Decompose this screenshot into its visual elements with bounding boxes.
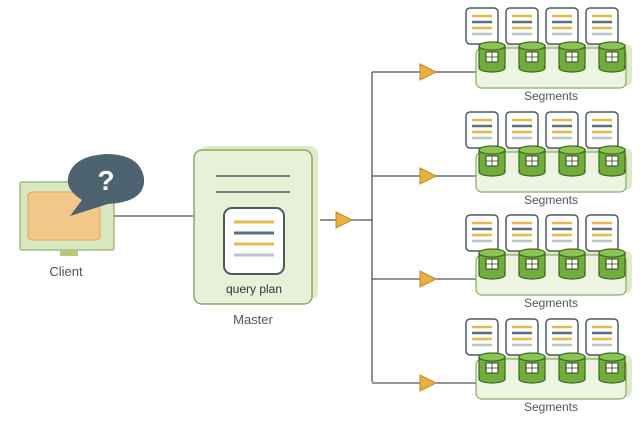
database-icon [598,352,626,384]
question-mark: ? [97,165,114,196]
segment-arrow-icon [419,270,438,288]
database-icon [598,145,626,177]
segment-plan-document-icon [465,7,499,45]
database-icon [558,145,586,177]
segment-group: Segments [372,7,632,103]
query-plan-document-icon [223,207,285,275]
database-icon [518,352,546,384]
segment-plan-document-icon [585,214,619,252]
database-icon [518,248,546,280]
segments-label: Segments [524,89,578,103]
question-bubble-icon: ? [67,154,145,216]
segment-unit [545,214,586,280]
segment-unit [585,111,626,177]
segment-group: Segments [372,318,632,414]
segment-plan-document-icon [465,111,499,149]
segment-plan-document-icon [505,7,539,45]
segment-plan-document-icon [505,111,539,149]
database-icon [598,41,626,73]
segment-unit [505,318,546,384]
segment-plan-document-icon [465,318,499,356]
master-label: Master [233,312,273,327]
database-icon [478,352,506,384]
segment-unit [545,7,586,73]
segment-panel [475,151,627,193]
segment-unit [465,111,506,177]
database-icon [598,248,626,280]
segment-unit [585,7,626,73]
segment-plan-document-icon [545,111,579,149]
database-icon [558,41,586,73]
segment-plan-document-icon [545,214,579,252]
database-icon [478,41,506,73]
segment-plan-document-icon [545,7,579,45]
segment-plan-document-icon [505,318,539,356]
client-label: Client [49,264,83,279]
segment-group: Segments [372,111,632,207]
segment-arrow-icon [419,63,438,81]
segment-panel [475,358,627,400]
master-node: query plan [193,146,318,305]
segments-label: Segments [524,193,578,207]
segments-label: Segments [524,296,578,310]
database-icon [478,145,506,177]
query-plan-label: query plan [226,282,282,296]
segment-unit [585,214,626,280]
database-icon [558,248,586,280]
segment-plan-document-icon [585,111,619,149]
segment-unit [465,214,506,280]
master-arrow-icon [335,211,354,229]
database-icon [518,145,546,177]
segment-panel [475,254,627,296]
segment-panel [475,47,627,89]
segment-arrow-icon [419,374,438,392]
segment-plan-document-icon [505,214,539,252]
segment-unit [465,318,506,384]
segment-unit [505,111,546,177]
database-icon [558,352,586,384]
database-icon [478,248,506,280]
segment-plan-document-icon [465,214,499,252]
database-icon [518,41,546,73]
segment-unit [505,7,546,73]
segment-unit [545,111,586,177]
segment-unit [465,7,506,73]
segment-group: Segments [372,214,632,310]
segments-label: Segments [524,400,578,414]
segment-unit [505,214,546,280]
segment-unit [545,318,586,384]
segment-unit [585,318,626,384]
segment-plan-document-icon [585,7,619,45]
segment-plan-document-icon [585,318,619,356]
segment-arrow-icon [419,167,438,185]
segment-plan-document-icon [545,318,579,356]
